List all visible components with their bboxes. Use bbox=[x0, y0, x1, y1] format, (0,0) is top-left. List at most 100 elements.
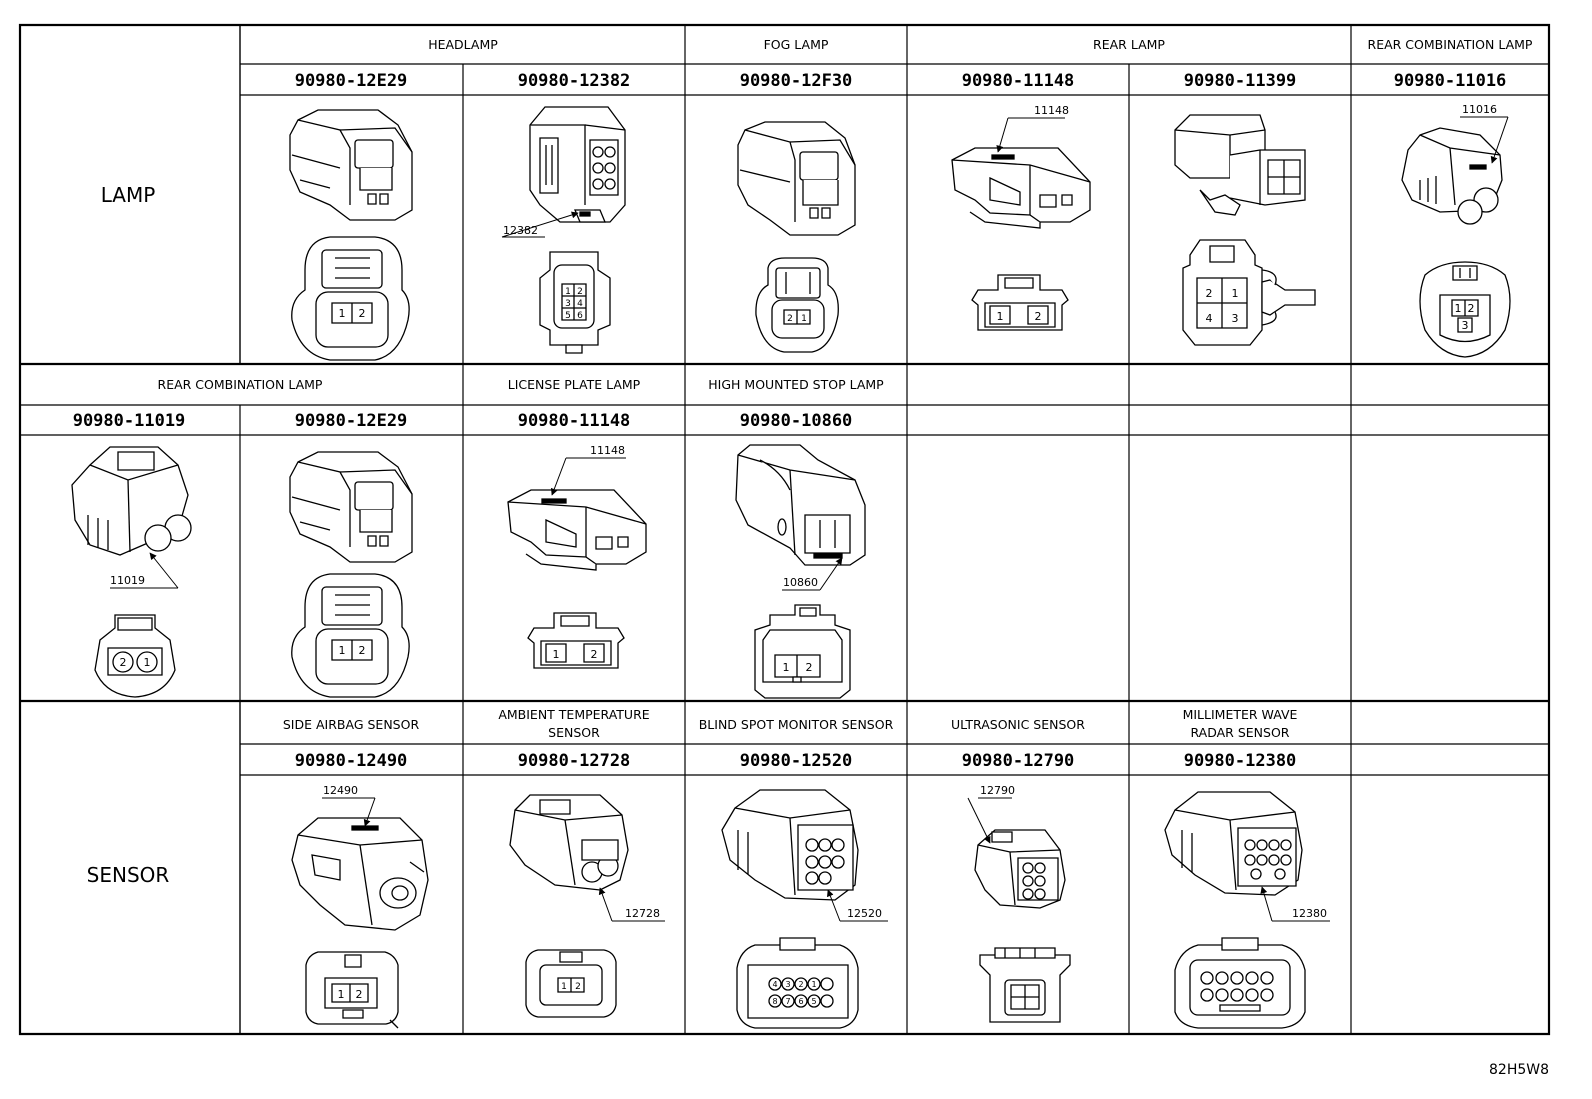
connector-illustration-12e29 bbox=[290, 110, 412, 220]
pin-label: 3 bbox=[565, 299, 571, 309]
callout-leader bbox=[1490, 117, 1508, 164]
part-number: 90980-12520 bbox=[740, 751, 853, 771]
pin-label: 2 bbox=[356, 988, 363, 1001]
pin-label: 2 bbox=[359, 644, 366, 657]
connector-illustration-11148 bbox=[508, 490, 646, 570]
connector-face-11019 bbox=[95, 615, 175, 697]
part-number: 90980-12E29 bbox=[295, 71, 408, 91]
pin-label: 2 bbox=[787, 314, 793, 324]
connector-illustration-12380 bbox=[1165, 792, 1302, 895]
connector-face-10860 bbox=[755, 605, 850, 698]
part-number: 90980-12728 bbox=[518, 751, 631, 771]
callout-leader bbox=[1260, 886, 1272, 921]
table-grid bbox=[20, 25, 1549, 1034]
pin-label: 5 bbox=[565, 311, 571, 321]
header-ultrasonic-sensor: ULTRASONIC SENSOR bbox=[951, 717, 1085, 732]
pin-label: 4 bbox=[1206, 312, 1213, 325]
pin-label: 1 bbox=[339, 644, 346, 657]
callout-label: 11019 bbox=[110, 574, 145, 587]
pin-label: 1 bbox=[1455, 302, 1462, 315]
pin-label: 2 bbox=[798, 980, 803, 989]
part-number: 90980-11148 bbox=[962, 71, 1075, 91]
connector-face-12382 bbox=[540, 252, 610, 353]
connector-illustration-11399 bbox=[1175, 115, 1305, 215]
connector-face-12380 bbox=[1175, 938, 1305, 1028]
callout-label: 12490 bbox=[323, 784, 358, 797]
pin-label: 6 bbox=[577, 311, 583, 321]
connector-illustration-12790 bbox=[975, 830, 1065, 908]
part-number: 90980-11148 bbox=[518, 411, 631, 431]
header-blind-spot-monitor-sensor: BLIND SPOT MONITOR SENSOR bbox=[699, 717, 894, 732]
pin-label: 1 bbox=[1232, 287, 1239, 300]
connector-face-11148 bbox=[972, 275, 1068, 330]
pin-label: 2 bbox=[591, 648, 598, 661]
pin-label: 2 bbox=[359, 307, 366, 320]
pin-label: 3 bbox=[785, 980, 790, 989]
pin-label: 8 bbox=[772, 997, 777, 1006]
connector-illustration-12382 bbox=[530, 107, 625, 222]
header-license-plate-lamp: LICENSE PLATE LAMP bbox=[508, 377, 641, 392]
pin-label: 1 bbox=[561, 982, 567, 992]
header-millimeter-wave-radar-sensor-line2: RADAR SENSOR bbox=[1191, 725, 1290, 740]
connector-face-12490 bbox=[306, 952, 398, 1028]
callout-leader bbox=[598, 887, 612, 921]
callout-label: 10860 bbox=[783, 576, 818, 589]
group-label-lamp: LAMP bbox=[101, 183, 156, 207]
connector-illustration-12f30 bbox=[738, 122, 855, 235]
connector-illustration-12e29 bbox=[290, 452, 412, 562]
pin-label: 1 bbox=[811, 980, 816, 989]
pin-label: 7 bbox=[785, 997, 790, 1006]
pin-label: 2 bbox=[806, 661, 813, 674]
connector-face-12f30 bbox=[756, 258, 838, 352]
connector-face-11148 bbox=[528, 613, 624, 668]
callout-leader bbox=[968, 798, 990, 844]
part-number: 90980-12F30 bbox=[740, 71, 853, 91]
part-number: 90980-10860 bbox=[740, 411, 853, 431]
header-side-airbag-sensor: SIDE AIRBAG SENSOR bbox=[283, 717, 420, 732]
pin-label: 1 bbox=[997, 310, 1004, 323]
part-number: 90980-12490 bbox=[295, 751, 408, 771]
header-rear-combination-lamp-2: REAR COMBINATION LAMP bbox=[158, 377, 323, 392]
header-rear-lamp: REAR LAMP bbox=[1093, 37, 1165, 52]
connector-illustration-10860 bbox=[736, 445, 865, 565]
part-number: 90980-11019 bbox=[73, 411, 186, 431]
header-ambient-temperature-sensor: AMBIENT TEMPERATURE bbox=[498, 707, 649, 722]
part-number: 90980-12E29 bbox=[295, 411, 408, 431]
part-number: 90980-12380 bbox=[1184, 751, 1297, 771]
pin-label: 5 bbox=[811, 997, 816, 1006]
pin-label: 3 bbox=[1232, 312, 1239, 325]
pin-label: 1 bbox=[144, 656, 151, 669]
connector-face-11399 bbox=[1183, 240, 1315, 345]
connector-illustration-12490 bbox=[292, 818, 428, 930]
callout-leader bbox=[827, 889, 840, 921]
header-rear-combination-lamp: REAR COMBINATION LAMP bbox=[1368, 37, 1533, 52]
callout-label: 12728 bbox=[625, 907, 660, 920]
part-number: 90980-12382 bbox=[518, 71, 631, 91]
part-number: 90980-11399 bbox=[1184, 71, 1297, 91]
header-fog-lamp: FOG LAMP bbox=[764, 37, 829, 52]
pin-label: 4 bbox=[772, 980, 777, 989]
callout-leader bbox=[820, 557, 842, 590]
callout-leader bbox=[149, 552, 178, 588]
connector-illustration-11148 bbox=[952, 148, 1090, 228]
connector-illustration-11019 bbox=[72, 447, 191, 555]
header-millimeter-wave-radar-sensor: MILLIMETER WAVE bbox=[1183, 707, 1298, 722]
connector-face-12790 bbox=[980, 948, 1070, 1022]
pin-label: 2 bbox=[1206, 287, 1213, 300]
header-high-mounted-stop-lamp: HIGH MOUNTED STOP LAMP bbox=[708, 377, 884, 392]
pin-label: 4 bbox=[577, 299, 583, 309]
connector-face-12728 bbox=[526, 950, 616, 1017]
callout-label: 11148 bbox=[590, 444, 625, 457]
callout-label: 12380 bbox=[1292, 907, 1327, 920]
header-ambient-temperature-sensor-line2: SENSOR bbox=[548, 725, 600, 740]
callout-leader bbox=[363, 798, 375, 827]
pin-label: 1 bbox=[783, 661, 790, 674]
callout-leader bbox=[502, 211, 579, 237]
figure-code: 82H5W8 bbox=[1489, 1062, 1549, 1078]
connector-illustration-12520 bbox=[722, 790, 858, 900]
pin-label: 1 bbox=[565, 287, 571, 297]
callout-label: 11016 bbox=[1462, 103, 1497, 116]
pin-label: 1 bbox=[339, 307, 346, 320]
header-headlamp: HEADLAMP bbox=[428, 37, 498, 52]
